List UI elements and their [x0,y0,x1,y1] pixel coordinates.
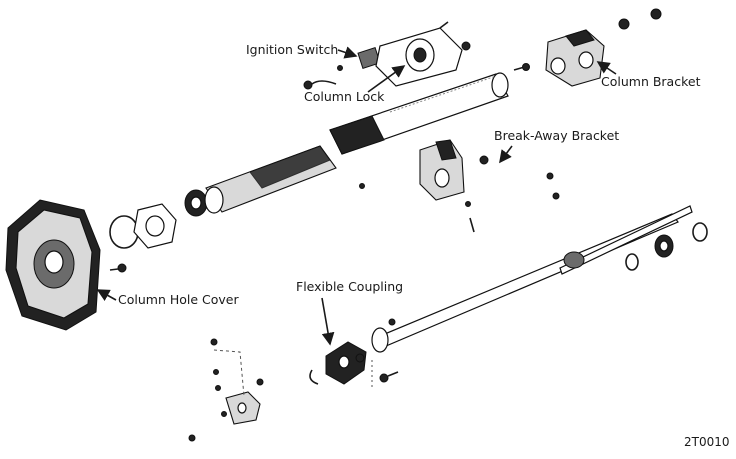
figure-code: 2T0010 [684,435,730,449]
ignition-switch-part [303,46,381,90]
label-column-lock-group: Column Lock [304,65,406,104]
label-ignition-switch: Ignition Switch [246,42,338,57]
flange-plate-part [133,203,177,249]
steering-shaft-part [371,205,693,353]
label-column-hole-cover-group: Column Hole Cover [96,289,239,307]
break-away-bracket-part [419,139,465,201]
grommet-part [184,189,208,217]
label-column-lock: Column Lock [304,89,385,104]
label-flexible-coupling-group: Flexible Coupling [296,279,403,346]
lower-clamp-part [188,338,264,442]
shaft-bearing-rings-part [625,222,708,271]
label-column-hole-cover: Column Hole Cover [118,292,239,307]
label-ignition-switch-group: Ignition Switch [246,42,358,59]
mast-jacket-part [329,72,509,155]
break-away-hardware-part [359,155,560,233]
cover-screw-part [109,263,127,273]
column-bracket-part [545,29,605,87]
flexible-coupling-part [325,341,367,385]
bracket-nuts-part [618,8,662,30]
column-hole-cover-part [5,199,101,331]
lock-screws-part [337,41,530,71]
label-column-bracket-group: Column Bracket [596,61,701,89]
label-break-away-bracket: Break-Away Bracket [494,128,619,143]
coupling-hardware-part [309,318,399,388]
lower-jacket-part [204,145,337,214]
label-column-bracket: Column Bracket [601,74,701,89]
label-flexible-coupling: Flexible Coupling [296,279,403,294]
label-break-away-bracket-group: Break-Away Bracket [494,128,619,164]
